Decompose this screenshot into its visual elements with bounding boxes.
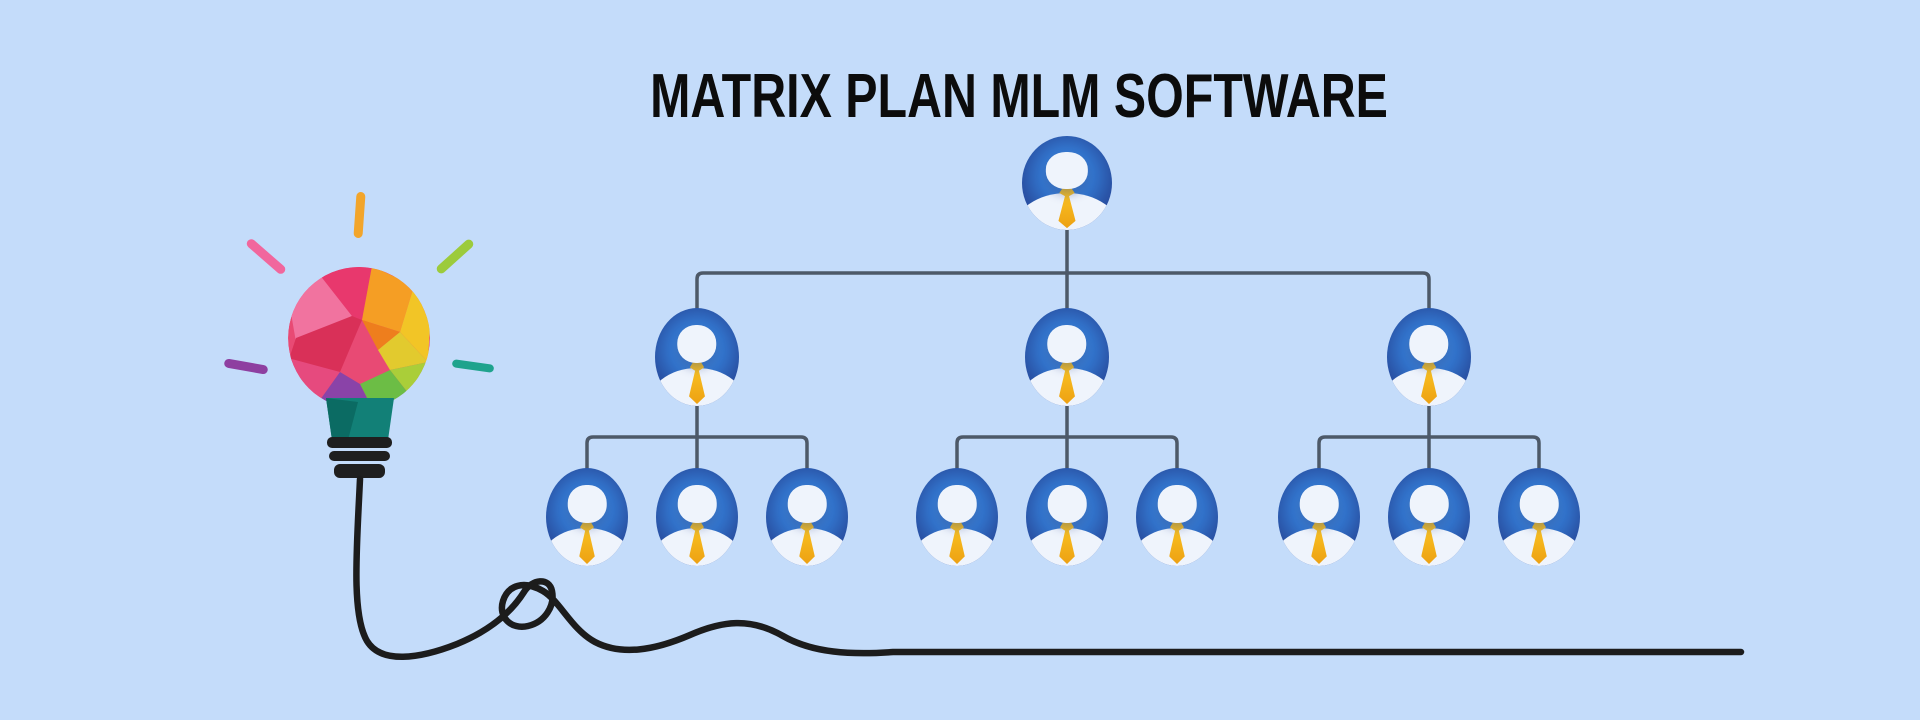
person-node-L2-6 (1136, 468, 1218, 566)
tree-connector-group-1 (585, 404, 809, 470)
person-node-L2-1 (546, 468, 628, 566)
person-node-L2-3 (766, 468, 848, 566)
person-head (1157, 484, 1197, 523)
person-node-root (1022, 136, 1112, 230)
bulb-facet (400, 286, 430, 362)
bulb-neck (326, 398, 358, 440)
person-head (1047, 324, 1087, 363)
tree-connector-level1 (695, 226, 1431, 310)
power-wire (353, 475, 1745, 660)
person-node-L2-5 (1026, 468, 1108, 566)
tree-connector-group-3 (1317, 404, 1541, 470)
person-head (677, 324, 717, 363)
person-node-L2-7 (1278, 468, 1360, 566)
person-node-L2-2 (656, 468, 738, 566)
bulb-rays (224, 192, 494, 375)
person-head (1519, 484, 1559, 523)
person-head (1045, 151, 1089, 189)
tree-connectors (585, 226, 1541, 470)
bulb-facet (316, 267, 372, 320)
bulb-facet (288, 316, 362, 372)
bulb-facet (362, 320, 400, 350)
bulb-ray-icon (436, 239, 474, 274)
person-head (937, 484, 977, 523)
person-node-L1-1 (655, 308, 739, 406)
person-head (1299, 484, 1339, 523)
person-head (677, 484, 717, 523)
person-head (1409, 484, 1449, 523)
person-node-L1-2 (1025, 308, 1109, 406)
person-node-L2-9 (1498, 468, 1580, 566)
person-head (1047, 484, 1087, 523)
bulb-facet (378, 332, 428, 370)
bulb-facet (390, 362, 428, 398)
bulb-base-bar (334, 464, 385, 478)
person-node-L2-8 (1388, 468, 1470, 566)
person-head (787, 484, 827, 523)
bulb-ray-icon (452, 359, 494, 373)
bulb-base-bar (327, 437, 392, 448)
lightbulb-glass (288, 267, 430, 409)
person-head (1409, 324, 1449, 363)
bulb-base (326, 398, 394, 478)
person-head (567, 484, 607, 523)
person-node-L2-4 (916, 468, 998, 566)
person-node-L1-3 (1387, 308, 1471, 406)
bulb-ray-icon (246, 239, 286, 274)
tree-connector-group-2 (955, 404, 1179, 470)
page-title: MATRIX PLAN MLM SOFTWARE (650, 61, 1388, 131)
bulb-base-bar (329, 451, 390, 461)
bulb-ray-icon (353, 192, 366, 238)
bulb-facet (362, 267, 414, 332)
bulb-ray-icon (224, 358, 268, 375)
